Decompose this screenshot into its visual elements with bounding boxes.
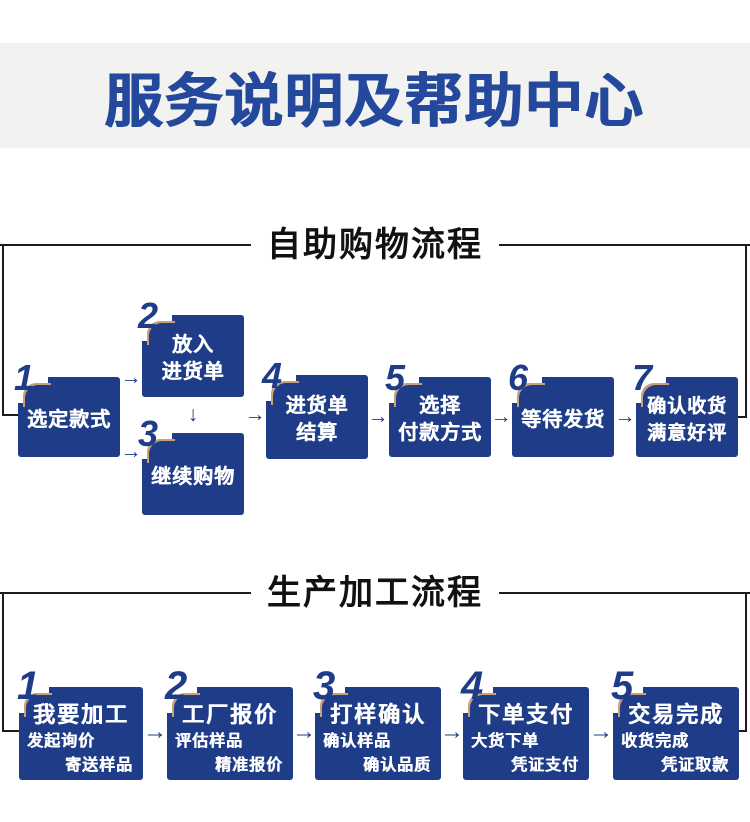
step-title: 交易完成 — [627, 702, 724, 727]
step-number: 6 — [508, 357, 529, 398]
arrow-right-icon: → — [292, 718, 316, 745]
step-number: 4 — [461, 664, 484, 708]
step-label: 满意好评 — [646, 423, 727, 444]
folded-corner-ear — [26, 695, 54, 719]
folded-corner-ear — [470, 695, 498, 719]
folded-corner-ear — [273, 383, 301, 407]
section1-frame-left-vertical — [2, 244, 4, 416]
step-number: 4 — [262, 355, 283, 396]
step-number: 7 — [632, 357, 653, 398]
page-title: 服务说明及帮助中心 — [104, 68, 645, 134]
step-subtitle: 确认样品 — [323, 733, 392, 750]
step-label: 确认收货 — [646, 396, 727, 417]
step-title: 工厂报价 — [181, 702, 278, 727]
flow2-step3-box: 3 打样确认 确认样品 确认品质 — [313, 666, 441, 780]
arrow-right-icon: → — [614, 405, 636, 428]
step-subtitle: 精准报价 — [214, 757, 283, 774]
arrow-right-icon: → — [440, 718, 464, 745]
step-title: 打样确认 — [329, 702, 426, 727]
flow2-step2-box: 2 工厂报价 评估样品 精准报价 — [165, 666, 293, 780]
step-subtitle: 收货完成 — [621, 733, 690, 750]
flow1-step1-box: 1 选定款式 — [14, 360, 120, 457]
arrow-right-icon: → — [120, 440, 142, 463]
flow1-step7-box: 7 确认收货 满意好评 — [632, 360, 738, 457]
arrow-right-icon: → — [490, 405, 512, 428]
flow2-step1-box: 1 我要加工 发起询价 寄送样品 — [17, 666, 143, 780]
section1-frame-left-connector — [2, 414, 22, 416]
step-label: 进货单 — [285, 395, 349, 417]
step-number: 5 — [611, 664, 634, 708]
arrow-right-icon: → — [143, 718, 167, 745]
arrow-right-icon: → — [120, 366, 142, 389]
step-label: 结算 — [296, 422, 338, 444]
section2-frame-right-connector — [738, 730, 747, 732]
flow1-step3-box: 3 继续购物 — [138, 416, 244, 515]
step-label: 选择 — [419, 395, 461, 417]
folded-corner-ear — [149, 323, 177, 347]
section1-title: 自助购物流程 — [251, 222, 499, 268]
section2-frame-right-vertical — [745, 592, 747, 732]
step-subtitle: 确认品质 — [362, 757, 431, 774]
flow1-step2-box: 2 放入 进货单 — [138, 298, 244, 397]
step-subtitle: 寄送样品 — [64, 757, 133, 774]
step-number: 1 — [17, 664, 40, 708]
folded-corner-ear — [620, 695, 648, 719]
section2-frame-left-vertical — [2, 592, 4, 732]
step-subtitle: 评估样品 — [175, 733, 244, 750]
folded-corner-ear — [25, 385, 53, 409]
step-subtitle: 凭证支付 — [510, 757, 579, 774]
step-subtitle: 大货下单 — [471, 733, 540, 750]
folded-corner-ear — [174, 695, 202, 719]
flow2-step5-box: 5 交易完成 收货完成 凭证取款 — [611, 666, 739, 780]
arrow-right-icon: → — [244, 403, 266, 426]
flow1-step4-box: 4 进货单 结算 — [262, 358, 368, 459]
step-number: 2 — [138, 295, 159, 336]
step-number: 3 — [138, 413, 159, 454]
arrow-right-icon: → — [367, 405, 389, 428]
folded-corner-ear — [643, 385, 671, 409]
step-number: 1 — [14, 357, 35, 398]
folded-corner-ear — [322, 695, 350, 719]
step-number: 3 — [313, 664, 336, 708]
step-title: 我要加工 — [32, 702, 129, 727]
step-title: 下单支付 — [477, 702, 574, 727]
step-label: 放入 — [172, 334, 214, 356]
flow1-step6-box: 6 等待发货 — [508, 360, 614, 457]
folded-corner-ear — [396, 385, 424, 409]
step-label: 选定款式 — [27, 408, 111, 431]
flow1-step5-box: 5 选择 付款方式 — [385, 360, 491, 457]
step-subtitle: 发起询价 — [27, 733, 96, 750]
section1-frame-right-connector — [736, 416, 747, 418]
section1-frame-right-vertical — [745, 244, 747, 418]
folded-corner-ear — [149, 441, 177, 465]
section2-title: 生产加工流程 — [251, 570, 499, 616]
page-banner: 服务说明及帮助中心 — [0, 43, 750, 148]
step-subtitle: 凭证取款 — [660, 757, 729, 774]
step-label: 继续购物 — [151, 465, 235, 488]
step-number: 5 — [385, 357, 406, 398]
step-label: 等待发货 — [521, 408, 605, 431]
flow2-step4-box: 4 下单支付 大货下单 凭证支付 — [461, 666, 589, 780]
step-label: 进货单 — [161, 361, 225, 383]
step-label: 付款方式 — [398, 422, 482, 444]
folded-corner-ear — [519, 385, 547, 409]
section2-frame-left-connector — [2, 730, 21, 732]
step-number: 2 — [165, 664, 188, 708]
arrow-right-icon: → — [589, 718, 613, 745]
arrow-down-icon: ↓ — [187, 403, 199, 426]
